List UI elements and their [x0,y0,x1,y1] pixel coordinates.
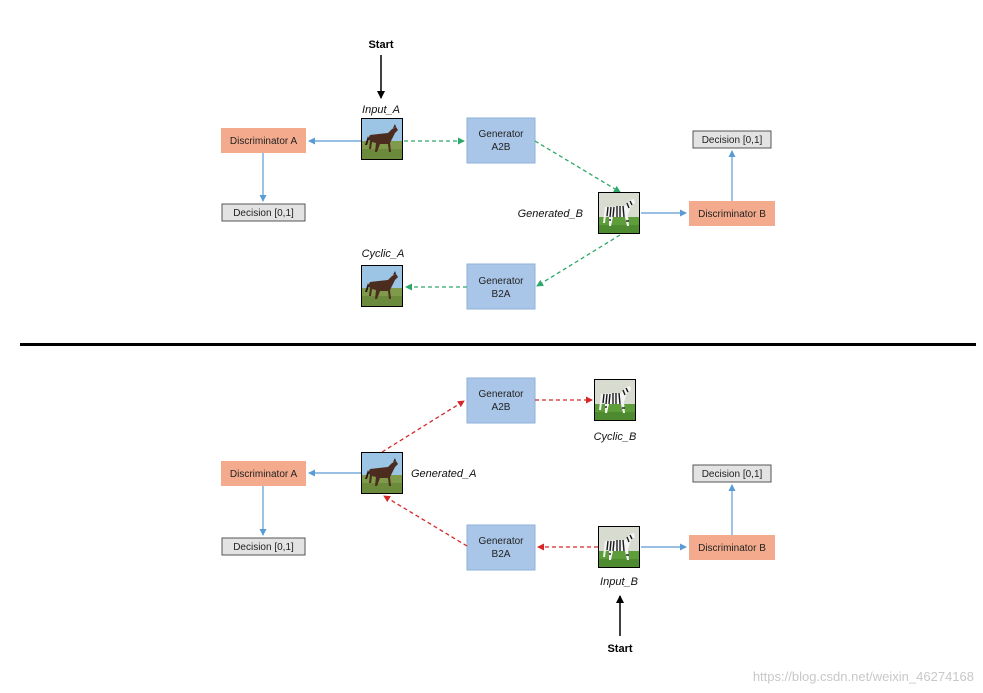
generator-b2a-line2-top: B2A [492,289,511,300]
decision-box-bottom-right [692,464,772,483]
discriminator-b-box-top [689,201,775,226]
discriminator-a-label-bottom: Discriminator A [230,469,298,480]
discriminator-b-label-top: Discriminator B [698,209,766,220]
generator-a2b-line1-bottom: Generator [478,389,524,400]
arrow-generated-a-to-gen-a2b [381,400,465,453]
discriminator-a-box-bottom [221,461,306,486]
start-label-top: Start [368,39,393,51]
zebra-photo-icon [599,193,639,233]
start-label-bottom: Start [607,643,632,655]
decision-label-bottom-right: Decision [0,1] [702,469,763,480]
discriminator-b-label-bottom: Discriminator B [698,543,766,554]
decision-label-top-left: Decision [0,1] [233,208,294,219]
arrow-gen-a2b-to-generated-b [534,140,621,193]
generator-a2b-line2-top: A2B [492,142,511,153]
generator-b2a-box-bottom [466,524,536,571]
generator-a2b-line2-bottom: A2B [492,402,511,413]
generator-a2b-box-top [466,117,536,164]
bottom-section: Generator A2B Cyclic_B Generated_A Discr… [221,377,775,655]
decision-label-bottom-left: Decision [0,1] [233,542,294,553]
discriminator-a-box-top [221,128,306,153]
input-b-label: Input_B [600,576,638,588]
generator-b2a-line1-top: Generator [478,276,524,287]
decision-box-top-right [692,130,772,149]
horse-photo-icon [362,453,402,493]
horse-photo-icon [362,266,402,306]
cyclic-b-label: Cyclic_B [594,431,637,443]
generator-b2a-line2-bottom: B2A [492,549,511,560]
horse-photo-icon [362,119,402,159]
discriminator-b-box-bottom [689,535,775,560]
arrow-generated-b-to-gen-b2a [536,234,621,287]
generator-b2a-box-top [466,263,536,310]
generator-a2b-box-bottom [466,377,536,424]
cyclic-a-label: Cyclic_A [362,248,405,260]
decision-box-bottom-left [221,537,306,556]
decision-label-top-right: Decision [0,1] [702,135,763,146]
input-a-label: Input_A [362,104,400,116]
decision-box-top-left [221,203,306,222]
zebra-photo-icon [595,380,635,420]
discriminator-a-label-top: Discriminator A [230,136,298,147]
section-divider [20,343,976,346]
generated-b-label: Generated_B [518,208,583,220]
generator-a2b-line1-top: Generator [478,129,524,140]
watermark: https://blog.csdn.net/weixin_46274168 [753,669,974,684]
generated-a-label: Generated_A [411,468,476,480]
zebra-photo-icon [599,527,639,567]
arrow-gen-b2a-to-generated-a [383,495,468,547]
generator-b2a-line1-bottom: Generator [478,536,524,547]
top-section: Start Input_A Discriminator A Decision [… [221,39,775,310]
